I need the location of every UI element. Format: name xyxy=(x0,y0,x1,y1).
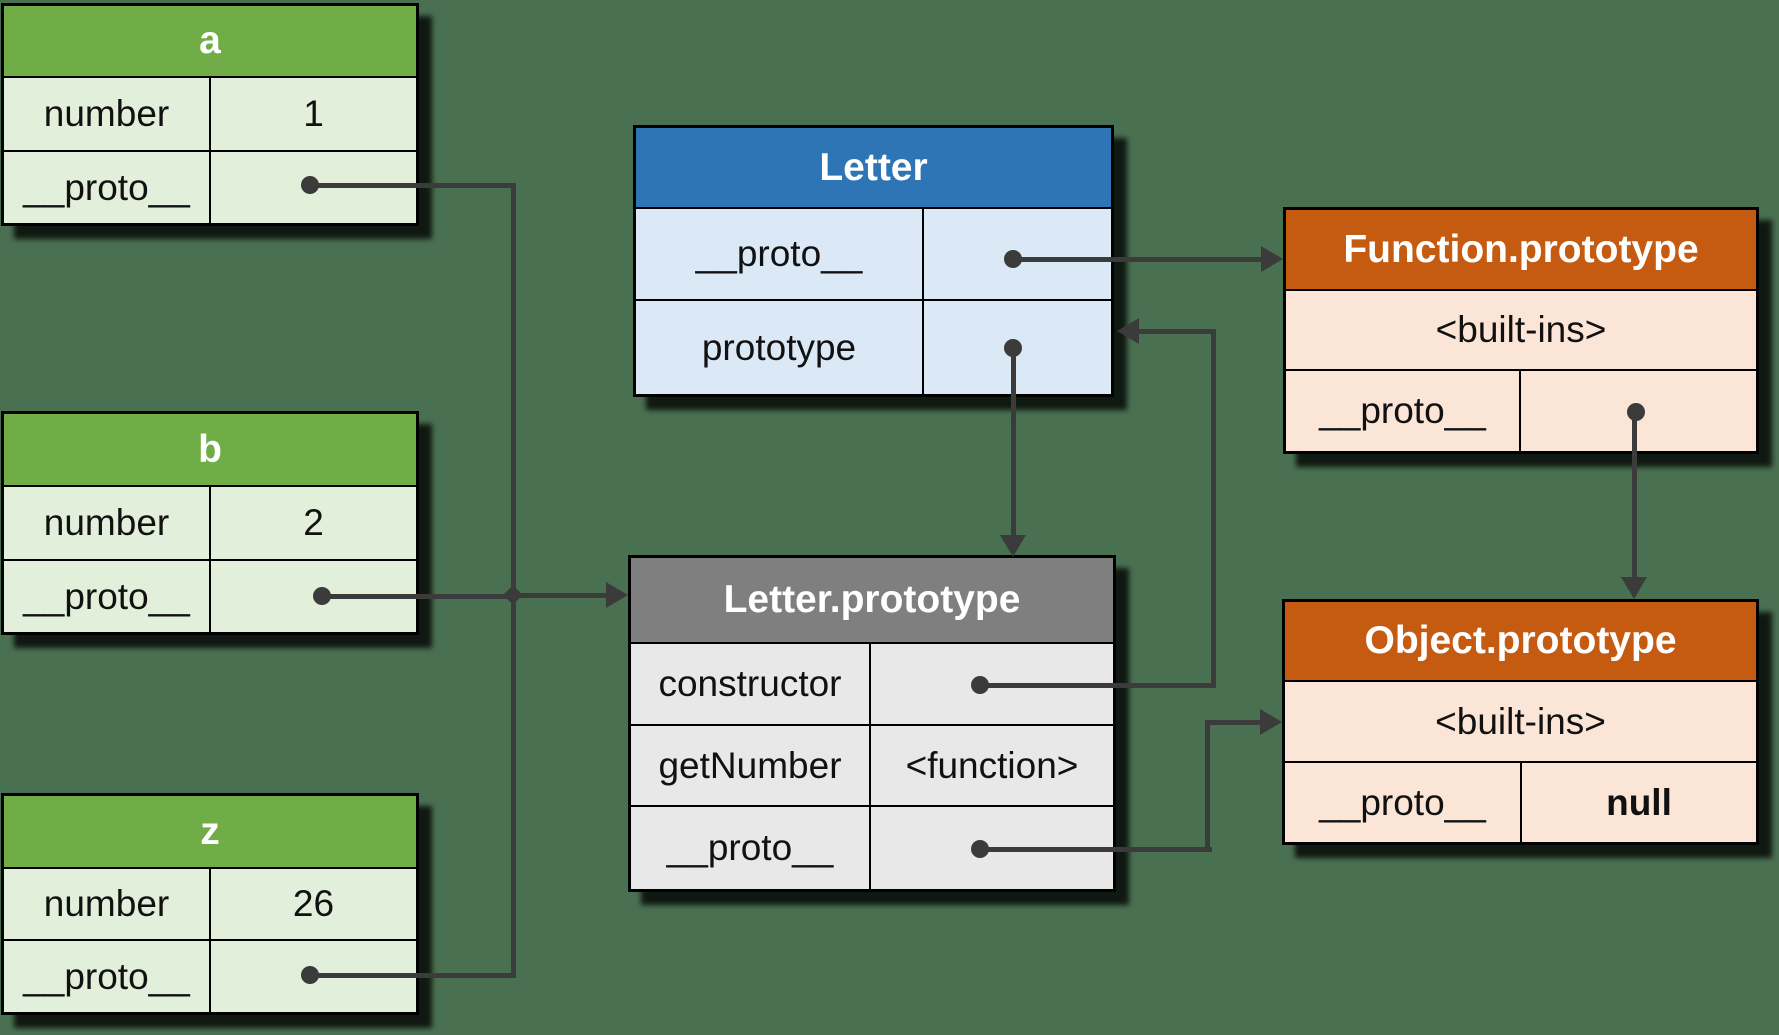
arrow-constructor-h1 xyxy=(980,683,1215,688)
table-a-title: a xyxy=(4,6,416,76)
arrowhead-down-into-object-prototype xyxy=(1621,577,1647,599)
cell-value-null: null xyxy=(1606,781,1672,823)
cell-label: __proto__ xyxy=(4,561,211,632)
table-row: __proto__ xyxy=(1286,369,1756,451)
cell-value: 26 xyxy=(292,883,335,924)
arrow-a-to-junction xyxy=(310,183,515,188)
table-row: number 26 xyxy=(4,867,416,939)
arrow-constructor-h2 xyxy=(1137,329,1216,334)
cell-label: number xyxy=(4,869,211,939)
table-row: prototype xyxy=(636,299,1111,394)
table-row: <built-ins> xyxy=(1285,680,1756,761)
cell-builtins: <built-ins> xyxy=(1435,700,1606,742)
table-function-prototype: Function.prototype <built-ins> __proto__ xyxy=(1283,207,1759,454)
arrowhead-into-object-prototype-side xyxy=(1260,709,1282,735)
arrow-constructor-v xyxy=(1211,329,1216,688)
cell-label: prototype xyxy=(636,301,924,394)
arrowhead-into-function-prototype xyxy=(1261,246,1283,272)
cell-value: 1 xyxy=(303,93,324,134)
table-function-prototype-title: Function.prototype xyxy=(1286,210,1756,289)
arrow-trunk-vertical xyxy=(511,183,516,977)
cell-value: <function> xyxy=(905,744,1079,786)
arrow-letter-down-to-prototype xyxy=(1011,348,1016,537)
table-b-title: b xyxy=(4,414,416,485)
arrowhead-into-letter-prototype xyxy=(606,582,628,608)
table-letter-prototype-title: Letter.prototype xyxy=(631,558,1113,642)
table-row: getNumber <function> xyxy=(631,724,1113,805)
table-z-title: z xyxy=(4,796,416,867)
cell-label: constructor xyxy=(631,644,871,724)
cell-value: 2 xyxy=(303,502,324,543)
arrow-lp-proto-h2 xyxy=(1205,720,1262,725)
table-row: number 2 xyxy=(4,485,416,559)
table-row: __proto__ xyxy=(631,805,1113,889)
arrow-fp-proto-down xyxy=(1632,412,1637,579)
arrowhead-into-letter xyxy=(1117,318,1139,344)
cell-label: __proto__ xyxy=(1286,371,1521,451)
table-letter-prototype: Letter.prototype constructor getNumber <… xyxy=(628,555,1116,892)
cell-label: getNumber xyxy=(631,726,871,805)
arrow-junction-to-letter-prototype xyxy=(513,593,608,598)
table-row: __proto__ xyxy=(636,207,1111,299)
cell-label: __proto__ xyxy=(4,941,211,1012)
cell-builtins: <built-ins> xyxy=(1435,309,1607,350)
table-a: a number 1 __proto__ xyxy=(1,3,419,226)
table-object-prototype-title: Object.prototype xyxy=(1285,602,1756,680)
cell-label: __proto__ xyxy=(1285,763,1522,842)
table-row: __proto__ xyxy=(4,939,416,1012)
table-letter-title: Letter xyxy=(636,128,1111,207)
cell-label: __proto__ xyxy=(4,152,211,223)
arrow-lp-proto-v xyxy=(1205,720,1210,852)
cell-label: number xyxy=(4,487,211,559)
table-row: <built-ins> xyxy=(1286,289,1756,369)
table-row: __proto__ null xyxy=(1285,761,1756,842)
table-object-prototype: Object.prototype <built-ins> __proto__ n… xyxy=(1282,599,1759,845)
cell-label: number xyxy=(4,78,211,150)
arrow-lp-proto-h1 xyxy=(980,847,1212,852)
arrow-b-to-junction xyxy=(322,594,516,599)
arrow-z-to-junction xyxy=(310,973,516,978)
table-z: z number 26 __proto__ xyxy=(1,793,419,1015)
cell-label: __proto__ xyxy=(636,209,924,299)
table-b: b number 2 __proto__ xyxy=(1,411,419,635)
arrowhead-down-into-letter-prototype xyxy=(1000,535,1026,557)
table-letter: Letter __proto__ prototype xyxy=(633,125,1114,397)
cell-label: __proto__ xyxy=(631,807,871,889)
arrow-letter-to-function-prototype xyxy=(1013,257,1262,262)
table-row: number 1 xyxy=(4,76,416,150)
